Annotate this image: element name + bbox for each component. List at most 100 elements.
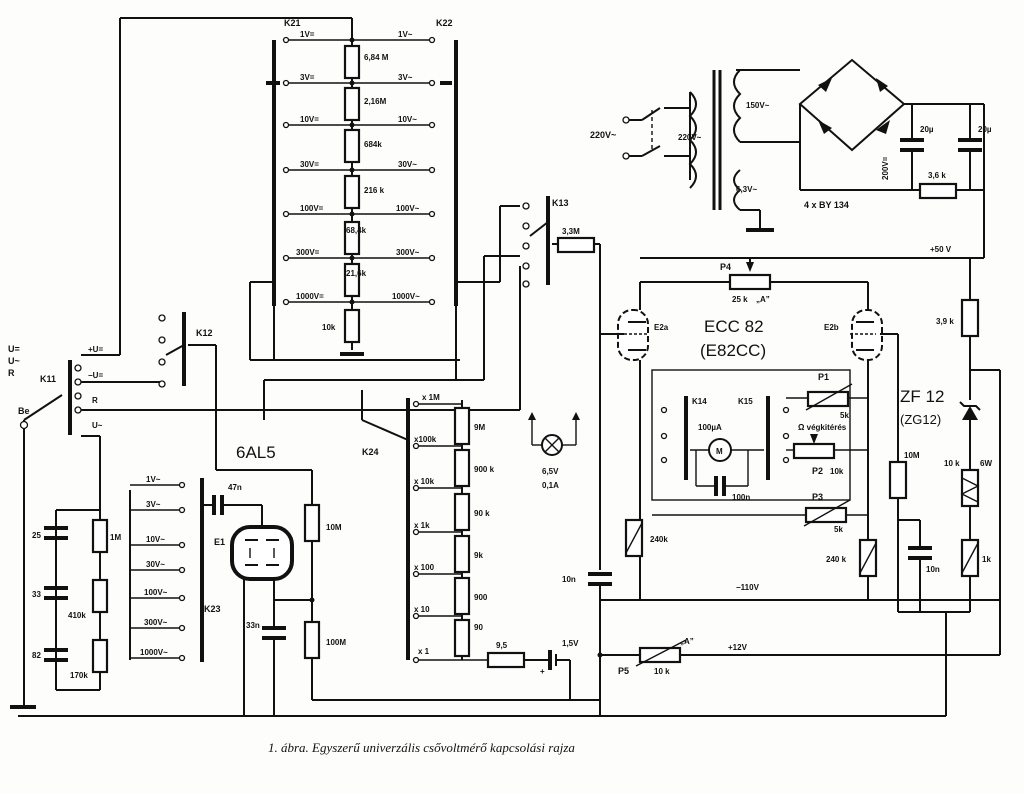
input-terminals: U= U~ R Be K11 +U= −U= R U~ [8,17,520,520]
ac-range-4: 30V~ [398,160,417,169]
label-47n: 47n [228,483,242,492]
dc-range-3: 10V= [300,115,319,124]
label-170k: 170k [70,671,88,680]
switch-label-k11: K11 [40,374,56,384]
label-3m3: 3,3M [562,227,580,236]
divider-value-1: 6,84 M [364,53,389,62]
divider-resistor-4 [343,174,361,210]
ac-tap-6: 300V~ [144,618,168,627]
pot-p5[interactable] [638,646,682,664]
ac-tap-5: 100V~ [144,588,168,597]
divider-resistor-5 [343,220,361,256]
divider-resistor-3 [343,128,361,164]
tube-e2b [851,309,883,361]
ac-tap-3: 10V~ [146,535,165,544]
tube-label-6al5: 6AL5 [236,443,276,462]
label-cap-33: 33 [32,590,41,599]
ac-range-7: 1000V~ [392,292,420,301]
label-10n-b: 10n [926,565,940,574]
ac-range-divider: K23 1V~ 3V~ 10V~ 30V~ 100V~ 300V~ 1000V~… [32,475,221,691]
ac-range-taps [130,481,186,662]
label-r: R [92,396,98,405]
resistor-3m3 [556,236,596,254]
dc-range-2: 3V= [300,73,315,82]
power-supply: 220V~ 220V~ 150V~ 6,3V~ [590,58,992,259]
ohm-resistor-900k [453,448,471,488]
meter-switch-box [651,369,851,501]
label-p1-val: 5k [840,411,849,420]
label-p2: P2 [812,466,823,476]
divider-value-5: 68,4k [346,226,367,235]
tube-label-e82cc: (E82CC) [700,341,766,360]
ohm-resistor-9m [453,406,471,446]
label-100n: 100n [732,493,750,502]
divider-value-7: 10k [322,323,336,332]
label-meter-m: M [716,447,723,456]
switch-k12-group: K12 [158,312,313,505]
label-p1: P1 [818,372,829,382]
label-plus-u: +U= [88,345,103,354]
switch-label-k12: K12 [196,328,213,338]
k11-contact-3 [74,392,82,400]
ohm-value-3: 90 k [474,509,490,518]
dc-range-5: 100V= [300,204,324,213]
divider-resistor-6 [343,262,361,298]
label-lamp-v: 6,5V [542,467,559,476]
input-terminal[interactable] [19,420,29,430]
ac-resistor-410k [91,578,109,614]
label-3k6: 3,6 k [928,171,946,180]
switch-label-k21: K21 [284,18,301,28]
resistor-10m-ac [303,503,321,543]
label-p4-val: 25 k [732,295,748,304]
ohm-resistor-90 [453,618,471,658]
pot-p1[interactable] [806,390,850,408]
label-33n: 33n [246,621,260,630]
switch-label-k22: K22 [436,18,453,28]
label-p4-tag: „A” [756,295,770,304]
label-minus110: −110V [736,583,760,592]
divider-value-2: 2,16M [364,97,387,106]
ohm-range-1: x 1M [422,393,440,402]
zener-diode [962,406,978,420]
label-lamp-i: 0,1A [542,481,559,490]
label-primary: 220V~ [678,133,702,142]
ac-tap-1: 1V~ [146,475,161,484]
dc-range-1: 1V= [300,30,315,39]
tube-label-ecc82: ECC 82 [704,317,764,336]
ohm-range-2: x100k [414,435,437,444]
k12-contact-2 [158,336,166,344]
ohm-resistor-900 [453,576,471,616]
resistor-3k6 [918,182,958,200]
ohm-resistor-90k [453,492,471,532]
resistor-9-5 [486,651,526,669]
switch-label-k24: K24 [362,447,379,457]
input-label-r: R [8,368,15,378]
label-1k: 1k [982,555,991,564]
divider-value-6: 21,6k [346,269,367,278]
pot-p3[interactable] [804,506,848,524]
switch-label-k23: K23 [204,604,221,614]
input-label-u-ac: U~ [8,356,20,366]
label-p5: P5 [618,666,629,676]
resistor-100m [303,620,321,660]
pot-p4[interactable] [728,273,772,291]
ac-tap-4: 30V~ [146,560,165,569]
label-p5-tag: „A” [680,637,694,646]
label-battery: 1,5V [562,639,579,648]
k11-contact-4 [74,406,82,414]
pot-p2[interactable] [792,442,836,460]
ohm-value-6: 90 [474,623,483,632]
ground-rail [10,420,640,717]
ac-range-3: 10V~ [398,115,417,124]
ac-range-1: 1V~ [398,30,413,39]
input-label-u-dc: U= [8,344,20,354]
label-10m-ac: 10M [326,523,342,532]
label-410k: 410k [68,611,86,620]
resistor-3k9 [960,298,980,338]
ohm-range-7: x 1 [418,647,430,656]
label-minus-u: −U= [88,371,103,380]
ac-resistor-170k [91,638,109,674]
switch-k13-group: K13 3,3M [263,196,601,570]
ohm-value-1: 9M [474,423,485,432]
